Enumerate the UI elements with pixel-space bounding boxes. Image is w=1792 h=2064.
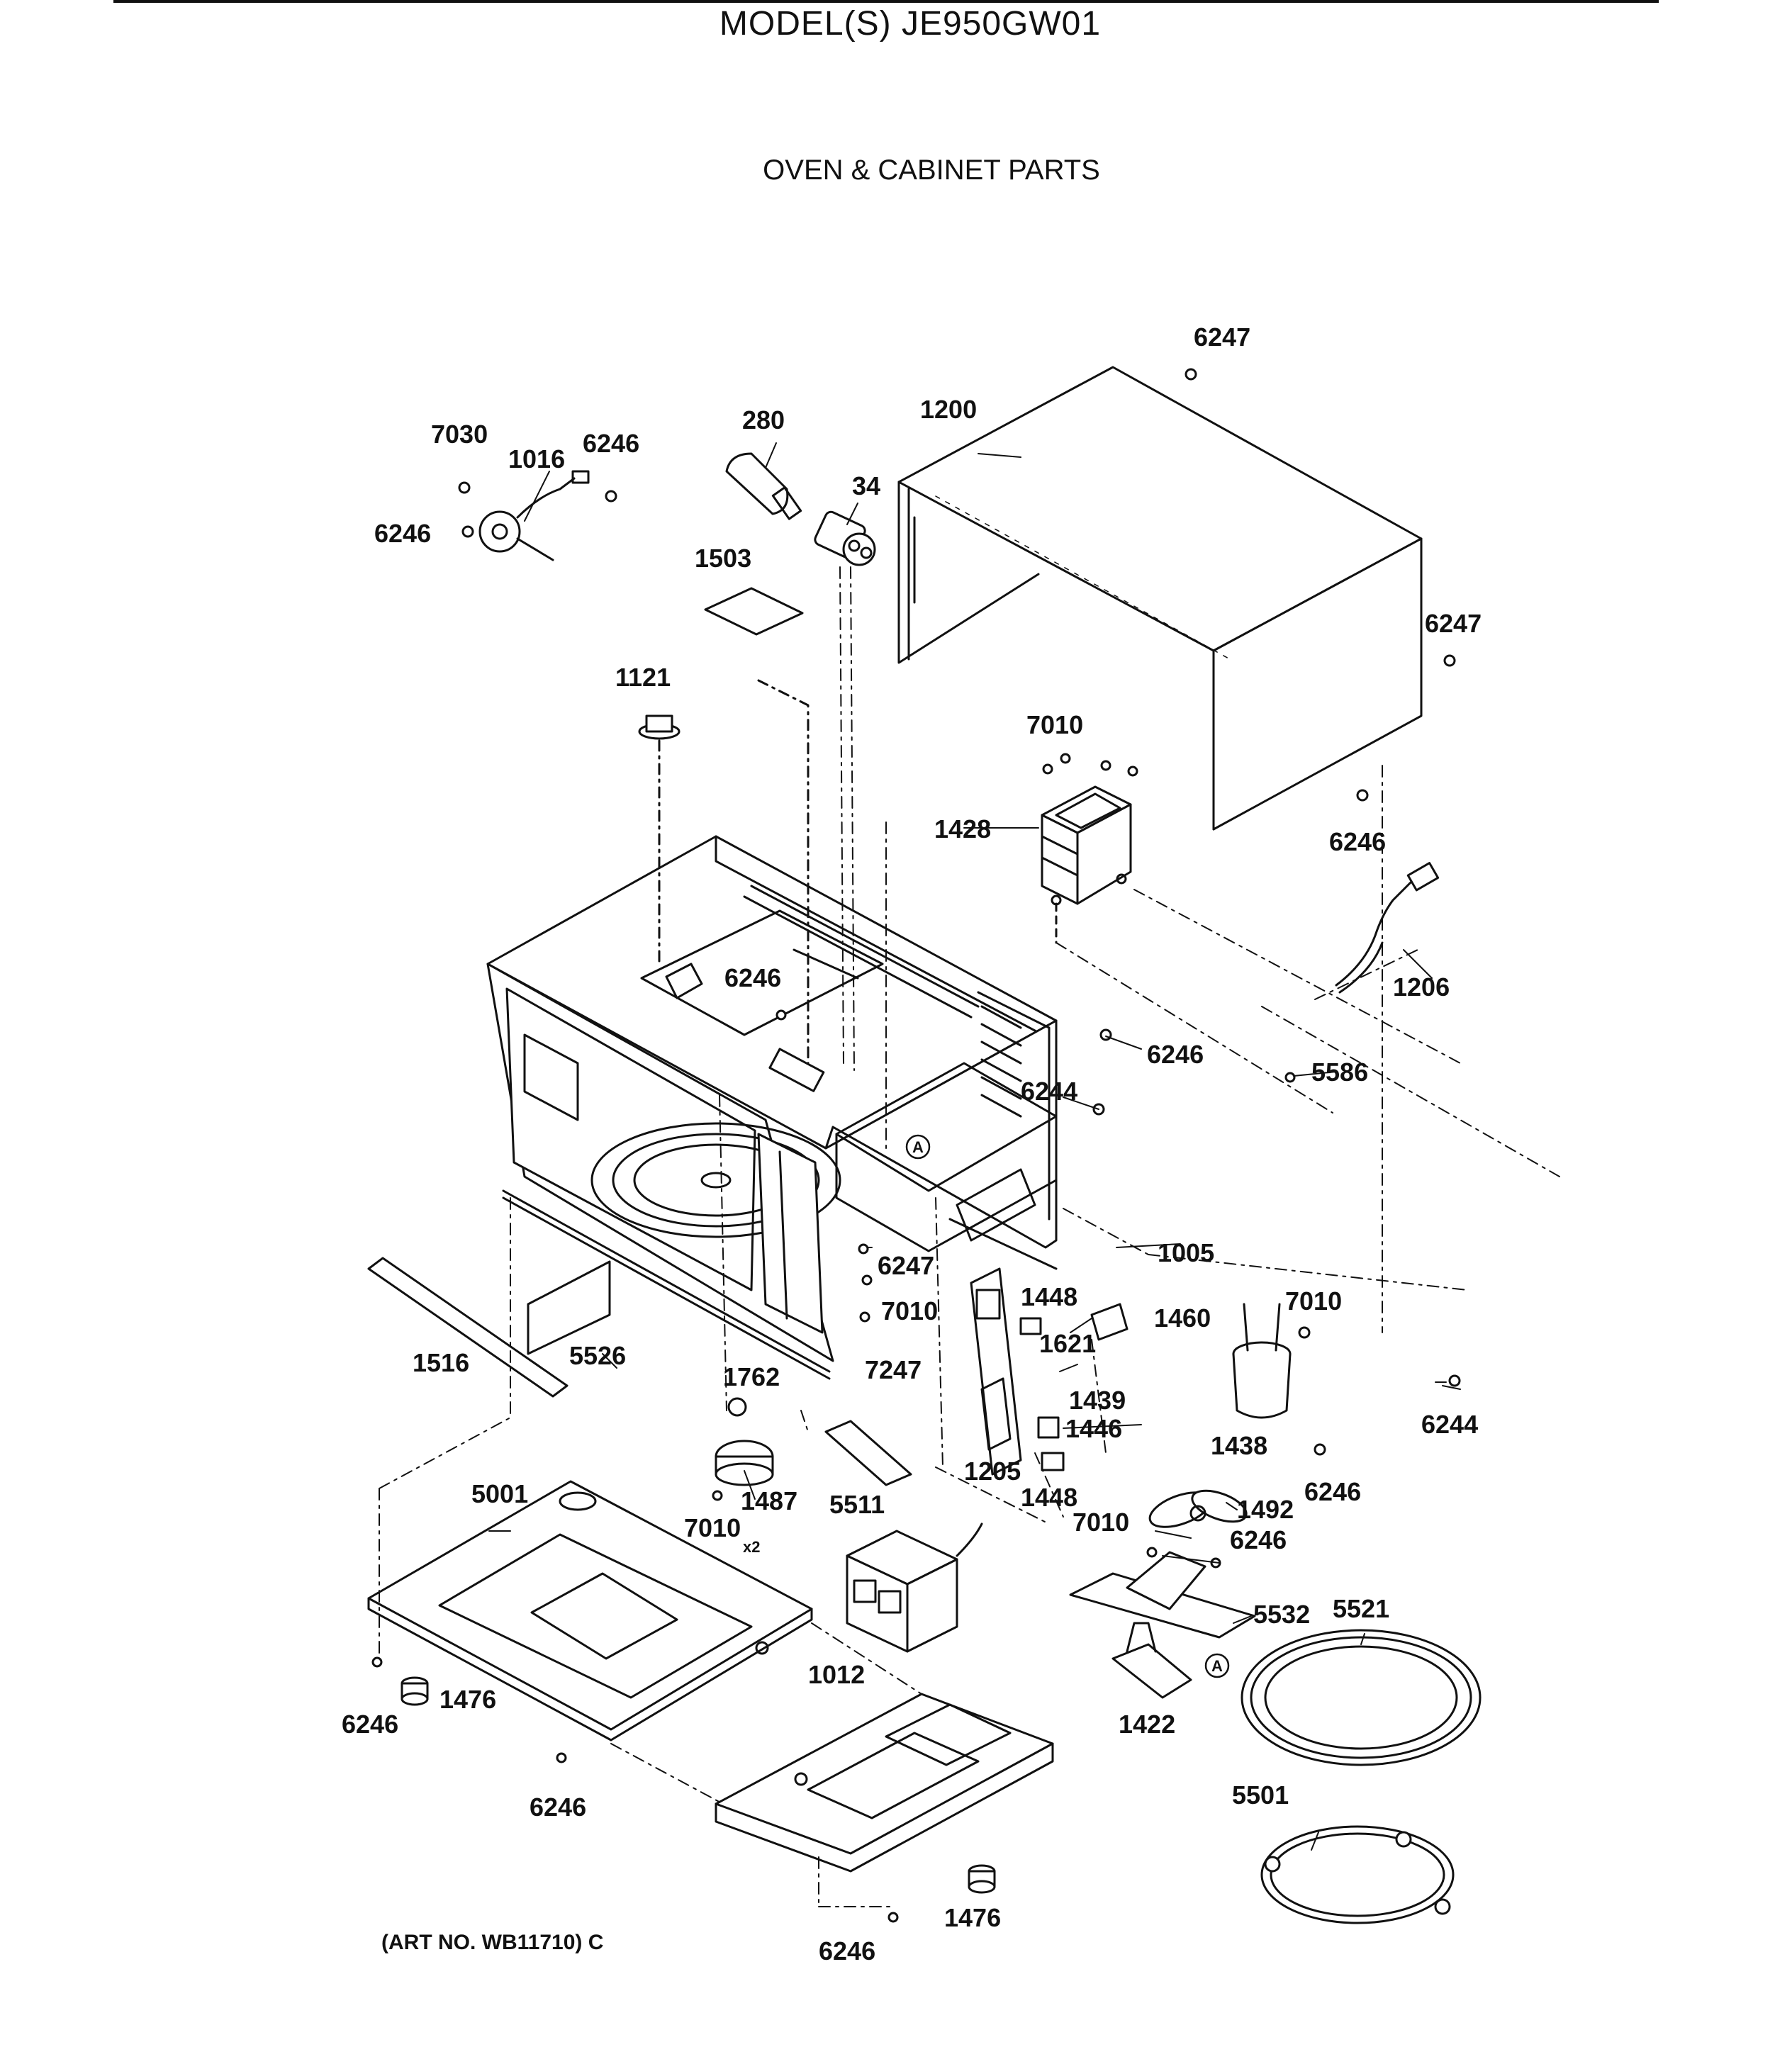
bottom-cover <box>367 1480 813 1742</box>
part-label: 7010 <box>684 1513 741 1542</box>
part-label: 1012 <box>808 1660 865 1689</box>
part-label: 7010 <box>1285 1286 1342 1316</box>
part-label: 5521 <box>1333 1594 1389 1623</box>
fan-bracket <box>1069 1551 1256 1639</box>
lamp-socket <box>814 510 876 566</box>
part-label: 6246 <box>1230 1525 1287 1554</box>
svg-text:A: A <box>912 1138 924 1156</box>
art-number: (ART NO. WB11710) C <box>381 1931 604 1954</box>
door-latch-assembly <box>970 1267 1022 1476</box>
thermistor <box>824 1420 912 1486</box>
part-label: 1476 <box>944 1903 1001 1932</box>
part-label: 6246 <box>530 1793 586 1822</box>
base-plate <box>715 1693 1054 1873</box>
stirrer-motor <box>715 1397 774 1486</box>
callout-marker-a: A <box>905 1134 931 1160</box>
part-label: 6244 <box>1021 1077 1077 1106</box>
glass-tray <box>1241 1629 1482 1766</box>
screw-icons <box>371 368 1461 1923</box>
part-label: 6247 <box>1425 609 1482 638</box>
fan-motor <box>478 470 590 561</box>
part-label: 7030 <box>431 420 488 449</box>
part-label: 1503 <box>695 544 751 573</box>
part-label: 1448 <box>1021 1483 1077 1512</box>
part-label: 1205 <box>964 1457 1021 1486</box>
leader-lines <box>379 566 1560 1907</box>
interlock-switch-1448 <box>1019 1317 1065 1471</box>
part-label: 1446 <box>1065 1414 1122 1443</box>
part-label: 6246 <box>342 1710 398 1739</box>
oven-cavity <box>486 835 1058 1380</box>
foot-left <box>401 1676 429 1706</box>
part-label: 1016 <box>508 444 565 473</box>
part-label: 5511 <box>829 1490 885 1519</box>
switch-1446 <box>1037 1416 1060 1439</box>
part-label: 6246 <box>1147 1040 1204 1069</box>
part-label: 1005 <box>1158 1238 1214 1267</box>
part-label: 6246 <box>374 519 431 548</box>
part-label: 6246 <box>724 963 781 992</box>
label-plate <box>704 587 804 636</box>
quantity-note: x2 <box>743 1538 760 1556</box>
part-label: 1200 <box>920 395 977 424</box>
interlock-switch-1460 <box>1090 1303 1129 1341</box>
part-label: 1476 <box>439 1685 496 1714</box>
part-label: 1121 <box>615 663 671 692</box>
part-label: 1428 <box>934 814 991 843</box>
thermal-cutout <box>638 714 681 965</box>
waveguide-cover <box>527 1260 611 1355</box>
magnetron <box>1041 785 1132 944</box>
part-label: 1492 <box>1237 1495 1294 1524</box>
part-label: 7010 <box>1073 1508 1129 1537</box>
part-label: 5586 <box>1311 1058 1368 1087</box>
part-label: 5501 <box>1232 1780 1289 1810</box>
part-label: 5001 <box>471 1479 528 1508</box>
part-label: 1438 <box>1211 1431 1267 1460</box>
part-label: 7010 <box>1026 710 1083 739</box>
part-label: 1448 <box>1021 1282 1077 1311</box>
part-label: 1487 <box>741 1486 797 1515</box>
top-rule <box>113 0 1659 3</box>
part-label: 280 <box>742 405 785 434</box>
part-label: 7247 <box>865 1355 922 1384</box>
part-label: 1206 <box>1393 972 1450 1002</box>
transformer <box>846 1522 983 1653</box>
part-label: 5532 <box>1253 1600 1310 1629</box>
part-label: 1621 <box>1039 1329 1096 1358</box>
foot-right <box>968 1864 996 1894</box>
model-title: MODEL(S) JE950GW01 <box>719 5 1102 43</box>
callout-marker-a-2: A <box>1204 1653 1230 1678</box>
part-label: 1422 <box>1119 1710 1175 1739</box>
part-label: 6246 <box>1329 827 1386 856</box>
svg-text:A: A <box>1211 1657 1223 1675</box>
part-label: 6246 <box>1304 1477 1361 1506</box>
turntable-motor-coupler <box>1111 1622 1192 1699</box>
part-label: 6247 <box>878 1251 934 1280</box>
part-label: 1439 <box>1069 1386 1126 1415</box>
part-label: 6246 <box>819 1936 875 1965</box>
part-label: 7010 <box>881 1296 938 1325</box>
part-label: 1516 <box>413 1348 469 1377</box>
oven-lamp <box>725 452 802 520</box>
part-label: 1762 <box>723 1362 780 1391</box>
part-label: 6244 <box>1421 1410 1478 1439</box>
outer-case-wrapper <box>897 366 1423 831</box>
door-seal-strip <box>367 1257 569 1398</box>
cooling-fan-blade <box>1148 1489 1248 1528</box>
power-cord <box>1335 862 1440 994</box>
part-label: 6247 <box>1194 322 1250 352</box>
part-label: 34 <box>852 471 880 500</box>
part-labels: 6247 1200 280 7030 1016 6246 6246 34 150… <box>342 322 1482 1965</box>
roller-ring <box>1260 1825 1455 1924</box>
callout-leaders <box>488 442 1461 1851</box>
part-label: 5526 <box>569 1341 626 1370</box>
high-voltage-capacitor <box>1232 1303 1292 1419</box>
part-label: 1460 <box>1154 1303 1211 1333</box>
part-label: 6246 <box>583 429 639 458</box>
section-title: OVEN & CABINET PARTS <box>763 155 1100 186</box>
